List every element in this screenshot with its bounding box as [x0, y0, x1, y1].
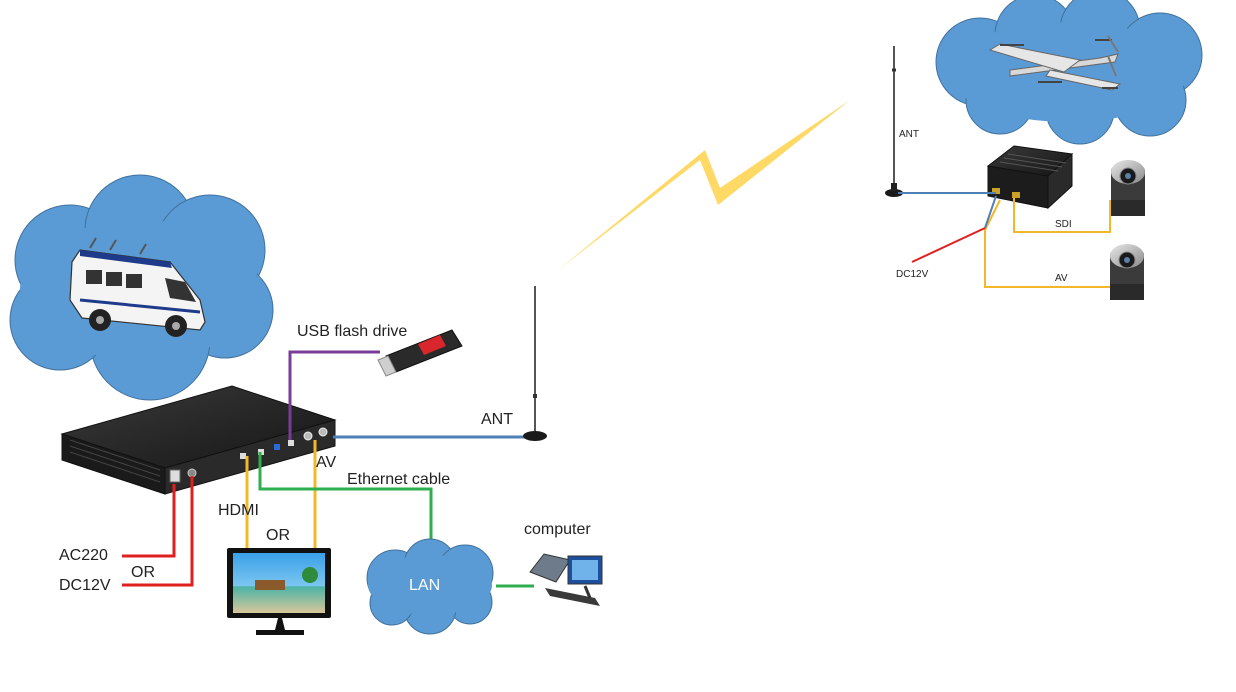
- monitor-icon: [227, 548, 331, 635]
- computer-label: computer: [524, 521, 591, 538]
- dc12v-air-label: DC12V: [896, 269, 929, 280]
- wireless-link-icon: [558, 100, 850, 270]
- usb-flash-drive-icon: [377, 329, 463, 377]
- dc-jack-icon: [187, 468, 197, 478]
- air-box-link: [984, 195, 997, 229]
- camera-sdi-icon: [1111, 160, 1145, 216]
- air-av-label: AV: [1055, 273, 1068, 284]
- ground-cables: [122, 350, 534, 588]
- ground-receiver-box: [60, 385, 337, 495]
- air-ant-label: ANT: [899, 129, 919, 140]
- lan-cloud: [366, 538, 494, 635]
- lan-label: LAN: [409, 577, 440, 594]
- ethernet-cable-label: Ethernet cable: [347, 471, 450, 488]
- hdmi-label: HDMI: [218, 502, 259, 519]
- display-or-label: OR: [266, 527, 290, 544]
- computer-icon: [529, 553, 603, 606]
- sdi-label: SDI: [1055, 219, 1072, 230]
- air-av-cable: [984, 199, 1110, 288]
- air-transmitter-box: [986, 145, 1074, 210]
- av-label: AV: [316, 454, 336, 471]
- drone-cloud: [935, 0, 1203, 145]
- usb-port-icon: [274, 444, 280, 450]
- ac220-cable: [122, 484, 176, 558]
- usb-flash-drive-label: USB flash drive: [297, 323, 407, 340]
- air-antenna-icon: [885, 46, 903, 197]
- power-or-label: OR: [131, 564, 155, 581]
- dc12v-cable: [122, 476, 194, 587]
- ground-antenna-icon: [523, 286, 547, 441]
- ethernet-cable-line: [258, 452, 433, 545]
- usb-cable: [288, 350, 380, 440]
- av-connector-icon: [303, 431, 313, 441]
- ac220-label: AC220: [59, 547, 108, 564]
- air-sdi-cable: [1013, 198, 1111, 233]
- ground-ant-label: ANT: [481, 411, 513, 428]
- antenna-connector-icon: [318, 427, 328, 437]
- hdmi-port-icon: [240, 453, 246, 459]
- command-van-icon: [69, 237, 206, 337]
- air-dc-cable: [911, 227, 986, 263]
- camera-av-icon: [1110, 244, 1144, 300]
- power-socket-icon: [169, 469, 181, 483]
- dc12v-ground-label: DC12V: [59, 577, 111, 594]
- air-cables: [898, 192, 1111, 288]
- drone-icon: [988, 35, 1122, 91]
